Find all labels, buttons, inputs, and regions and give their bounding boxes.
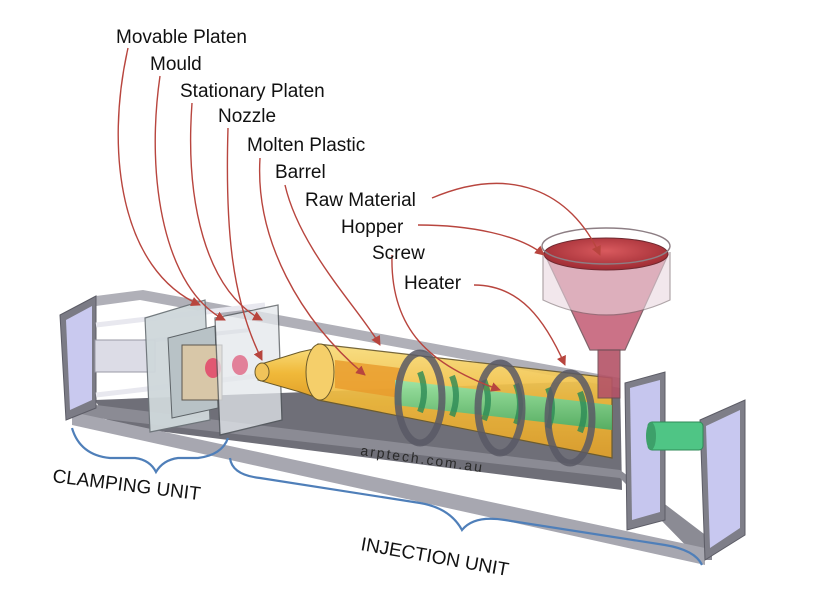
heater-bands	[394, 349, 596, 467]
leader-heater	[473, 284, 566, 366]
leader-barrel	[284, 184, 381, 346]
leader-lines	[117, 47, 601, 392]
clamping-unit-assembly	[144, 299, 283, 436]
part-labels: Movable Platen Mould Stationary Platen N…	[116, 27, 462, 294]
leader-nozzle	[226, 127, 263, 361]
label-hopper: Hopper	[341, 217, 404, 238]
screw	[395, 380, 612, 430]
raw-material	[543, 237, 669, 271]
leader-molten-plastic	[258, 157, 366, 376]
label-nozzle: Nozzle	[218, 106, 276, 127]
molten-plastic	[335, 360, 400, 398]
leader-mould	[154, 75, 226, 321]
leader-screw	[391, 254, 501, 392]
label-barrel: Barrel	[275, 162, 326, 183]
label-heater: Heater	[404, 273, 462, 294]
label-mould: Mould	[150, 54, 202, 75]
injection-unit-label: INJECTION UNIT	[359, 534, 511, 581]
leader-movable-platen	[117, 47, 201, 306]
leader-hopper	[417, 224, 545, 256]
label-screw: Screw	[372, 243, 425, 264]
stationary-platen	[214, 304, 283, 436]
label-molten-plastic: Molten Plastic	[247, 135, 365, 156]
clamping-unit-brace	[70, 427, 230, 475]
label-stationary-platen: Stationary Platen	[180, 81, 325, 102]
injection-unit-brace	[228, 457, 703, 566]
section-braces	[70, 427, 703, 566]
label-movable-platen: Movable Platen	[116, 27, 247, 48]
leader-raw-material	[431, 182, 601, 256]
clamping-unit-label: CLAMPING UNIT	[51, 466, 202, 505]
label-raw-material: Raw Material	[305, 190, 416, 211]
